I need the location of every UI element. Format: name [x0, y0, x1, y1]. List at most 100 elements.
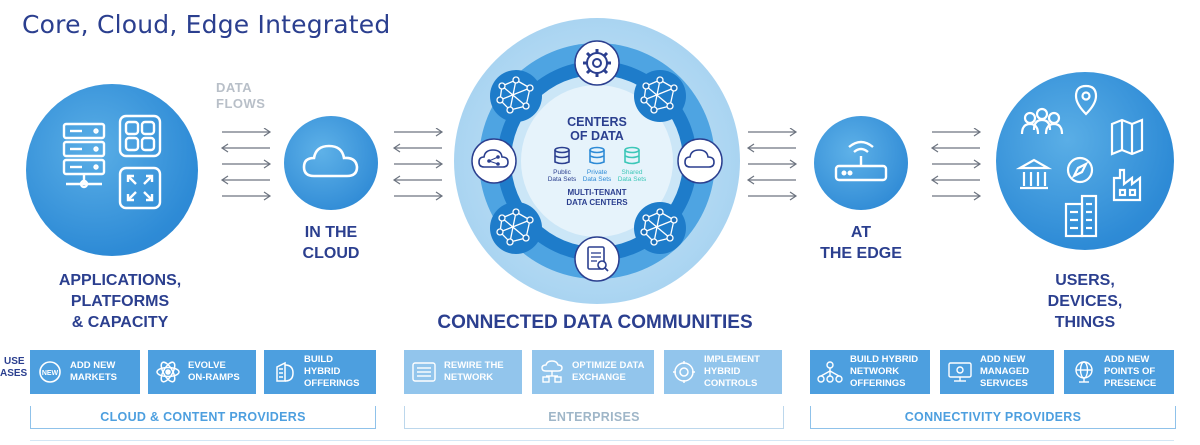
cloud-circle [284, 116, 378, 210]
users-label-line-3: THINGS [1054, 314, 1116, 331]
bracket-cloud-content-providers: CLOUD & CONTENT PROVIDERS [30, 406, 376, 429]
use-case-implement-hybrid-controls[interactable]: IMPLEMENT HYBRID CONTROLS [664, 350, 782, 394]
factory-icon [1112, 168, 1142, 202]
tile-line: OFFERINGS [304, 378, 360, 389]
db-private-line-1: Private [587, 169, 608, 176]
data-flow-arrows-left [220, 128, 272, 201]
tile-line: ADD NEW [1104, 354, 1150, 365]
use-case-evolve-on-ramps[interactable]: EVOLVE ON-RAMPS [148, 350, 256, 394]
page-title: Core, Cloud, Edge Integrated [22, 10, 391, 39]
db-shared-line-1: Shared [622, 169, 643, 176]
bank-icon [1015, 158, 1053, 190]
use-case-label: ADD NEW POINTS OF PRESENCE [1104, 354, 1160, 390]
use-cases-label-line-1: USE [4, 356, 25, 367]
multi-tenant-line-1: MULTI-TENANT [568, 188, 627, 197]
tile-line: POINTS OF [1104, 366, 1156, 377]
edge-label: AT THE EDGE [806, 222, 916, 264]
db-public-line-1: Public [553, 169, 571, 176]
use-case-add-new-markets[interactable]: NEW ADD NEW MARKETS [30, 350, 140, 394]
tile-line: EXCHANGE [572, 372, 626, 383]
use-case-optimize-data-exchange[interactable]: OPTIMIZE DATA EXCHANGE [532, 350, 654, 394]
tile-line: NETWORK [850, 366, 900, 377]
monitor-icon [940, 359, 980, 385]
map-icon [1110, 118, 1144, 156]
cloud-label-line-1: IN THE [304, 224, 358, 241]
users-devices-circle [996, 72, 1174, 250]
gear-control-icon [664, 359, 704, 385]
tile-line: IMPLEMENT [704, 354, 760, 365]
map-pin-icon [1074, 84, 1098, 116]
multi-tenant-line-2: DATA CENTERS [566, 198, 628, 207]
centers-of-data-diagram: CENTERS OF DATA Public Data Sets Private… [454, 18, 740, 304]
use-cases-label: USE ASES [0, 356, 27, 380]
use-case-add-new-points-of-presence[interactable]: ADD NEW POINTS OF PRESENCE [1064, 350, 1174, 394]
use-case-label: BUILD HYBRID OFFERINGS [304, 354, 363, 390]
bottom-divider [30, 440, 1174, 441]
tile-line: CONTROLS [704, 378, 758, 389]
atom-icon [148, 359, 188, 385]
tile-line: SERVICES [980, 378, 1028, 389]
router-icon [834, 140, 888, 182]
cloud-label-line-2: CLOUD [302, 245, 360, 262]
tile-line: EVOLVE [188, 360, 226, 371]
edge-label-line-1: AT [850, 224, 872, 241]
tile-line: REWIRE THE [444, 360, 504, 371]
cloud-label: IN THE CLOUD [280, 222, 382, 264]
use-case-rewire-the-network[interactable]: REWIRE THE NETWORK [404, 350, 522, 394]
tile-line: MARKETS [70, 372, 117, 383]
users-devices-label: USERS, DEVICES, THINGS [1010, 270, 1160, 333]
applications-icons [62, 114, 162, 210]
database-icon-shared [624, 146, 640, 165]
arrow-group-left [220, 128, 272, 201]
cloud-exchange-icon [532, 359, 572, 385]
applications-label-line-3: & CAPACITY [71, 314, 169, 331]
expand-arrows-icon [118, 166, 162, 210]
db-shared-line-2: Data Sets [618, 176, 647, 183]
use-case-label: REWIRE THE NETWORK [444, 360, 508, 384]
database-icon-public [554, 146, 570, 165]
tile-line: BUILD [304, 354, 334, 365]
db-public-line-2: Data Sets [548, 176, 577, 183]
tile-line: BUILD HYBRID [850, 354, 919, 365]
tile-line: MANAGED [980, 366, 1030, 377]
tile-line: ADD NEW [70, 360, 116, 371]
bracket-enterprises: ENTERPRISES [404, 406, 784, 429]
buildings-icon [1064, 194, 1098, 238]
use-case-build-hybrid-network-offerings[interactable]: BUILD HYBRID NETWORK OFFERINGS [810, 350, 930, 394]
use-case-label: EVOLVE ON-RAMPS [188, 360, 244, 384]
share-cloud-icon [471, 138, 517, 184]
tile-line: ON-RAMPS [188, 372, 240, 383]
tile-line: OFFERINGS [850, 378, 906, 389]
tile-line: OPTIMIZE DATA [572, 360, 645, 371]
use-case-build-hybrid-offerings[interactable]: BUILD HYBRID OFFERINGS [264, 350, 376, 394]
globe-icon [1064, 359, 1104, 385]
centers-title-line-1: CENTERS [567, 115, 627, 129]
bracket-connectivity-providers: CONNECTIVITY PROVIDERS [810, 406, 1176, 429]
document-search-icon [574, 236, 620, 282]
applications-circle [26, 84, 198, 256]
svg-text:NEW: NEW [42, 370, 59, 377]
centers-title-line-2: OF DATA [570, 129, 624, 143]
hybrid-building-icon [264, 359, 304, 385]
use-cases-label-line-2: ASES [0, 368, 28, 379]
edge-circle [814, 116, 908, 210]
use-case-label: OPTIMIZE DATA EXCHANGE [572, 360, 648, 384]
data-flow-arrows-center-left [392, 128, 444, 201]
server-rack-icon [62, 122, 106, 189]
users-group-icon [1020, 107, 1064, 135]
users-devices-icons [1015, 84, 1144, 238]
use-case-label: BUILD HYBRID NETWORK OFFERINGS [850, 354, 922, 390]
applications-label: APPLICATIONS, PLATFORMS & CAPACITY [30, 270, 210, 333]
users-label-line-1: USERS, [1055, 272, 1115, 289]
app-grid-icon [118, 114, 162, 158]
edge-label-line-2: THE EDGE [820, 245, 902, 262]
connected-data-communities-heading: CONNECTED DATA COMMUNITIES [437, 312, 753, 333]
gear-icon [574, 40, 620, 86]
inner-core [521, 85, 673, 237]
data-flow-arrows-center-right [746, 128, 798, 201]
use-case-add-new-managed-services[interactable]: ADD NEW MANAGED SERVICES [940, 350, 1054, 394]
data-flow-arrows-right [930, 128, 982, 201]
use-case-label: ADD NEW MARKETS [70, 360, 121, 384]
users-label-line-2: DEVICES, [1047, 293, 1123, 310]
cloud-icon [302, 144, 359, 178]
